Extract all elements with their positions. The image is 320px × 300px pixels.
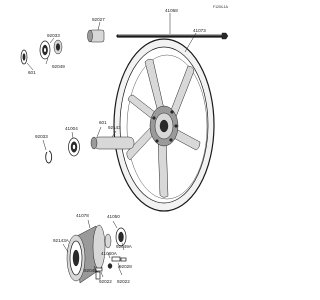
label-92033-mid: 92033 (35, 134, 48, 139)
label-41060A: 41060A (101, 251, 118, 256)
label-92022: 92022 (99, 279, 112, 284)
seal-bearing-left-top (20, 37, 63, 71)
bearing-group-mid (42, 126, 135, 164)
label-601-top: 601 (28, 70, 36, 75)
label-92049: 92049 (52, 64, 65, 69)
label-41073: 41073 (193, 28, 206, 33)
label-41050: 41050 (107, 214, 120, 219)
label-41004: 41004 (65, 126, 78, 131)
label-601-mid: 601 (99, 120, 107, 125)
label-92028: 92028 (119, 264, 132, 269)
exploded-parts-diagram: F1204-1A 41068 92027 92033 92049 601 (20, 5, 229, 284)
collar (87, 21, 105, 43)
label-92143-mid: 92143 (108, 125, 121, 130)
coupling-assembly (62, 219, 127, 284)
label-41078: 41078 (76, 213, 89, 218)
label-92049A: 92049A (116, 244, 133, 249)
wheel-rim (113, 32, 215, 212)
label-92022b: 92022 (117, 279, 130, 284)
label-92043: 92043 (84, 268, 97, 273)
catalog-code: F1204-1A (213, 5, 229, 9)
axle (116, 13, 229, 40)
label-41068: 41068 (165, 8, 178, 13)
label-92027: 92027 (92, 17, 105, 22)
label-92143A: 92143A (53, 238, 70, 243)
label-92033-top: 92033 (47, 33, 60, 38)
